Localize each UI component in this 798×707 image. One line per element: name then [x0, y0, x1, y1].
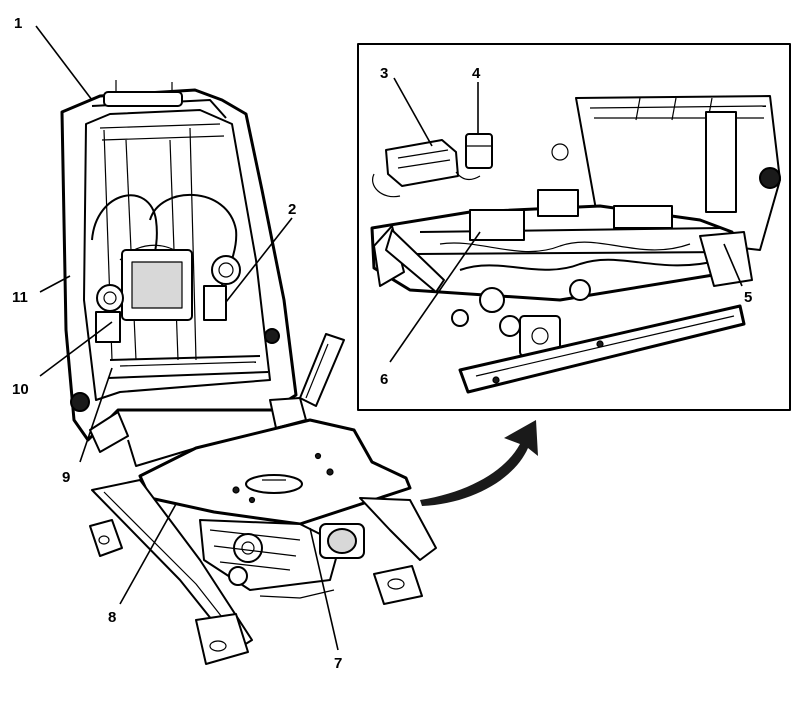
inset-border: [357, 43, 791, 411]
callout-6: 6: [380, 371, 388, 388]
seat-frame-illustration: [60, 80, 437, 665]
seat-back-inner: [83, 109, 271, 401]
callout-3: 3: [380, 65, 388, 82]
callout-11: 11: [12, 289, 28, 306]
leader-lines: [35, 25, 743, 651]
callout-10: 10: [12, 381, 29, 398]
callout-1: 1: [14, 15, 22, 32]
detail-inset: [357, 43, 791, 411]
callout-4: 4: [472, 65, 481, 82]
control-module: [385, 139, 459, 187]
callout-7: 7: [334, 655, 342, 672]
seat-track-left: [91, 479, 253, 651]
armrest: [299, 333, 345, 407]
callout-9: 9: [62, 469, 70, 486]
callout-8: 8: [108, 609, 116, 626]
callout-5: 5: [744, 289, 752, 306]
callout-arrow: [420, 420, 538, 506]
arrow-shape: [420, 420, 538, 506]
callout-labels: 1 2 3 4 5 6 7 8 9 10 11: [12, 15, 752, 672]
seat-track-right: [359, 497, 437, 561]
callout-2: 2: [288, 201, 296, 218]
seat-pan: [138, 418, 412, 526]
connector-module: [465, 133, 493, 169]
